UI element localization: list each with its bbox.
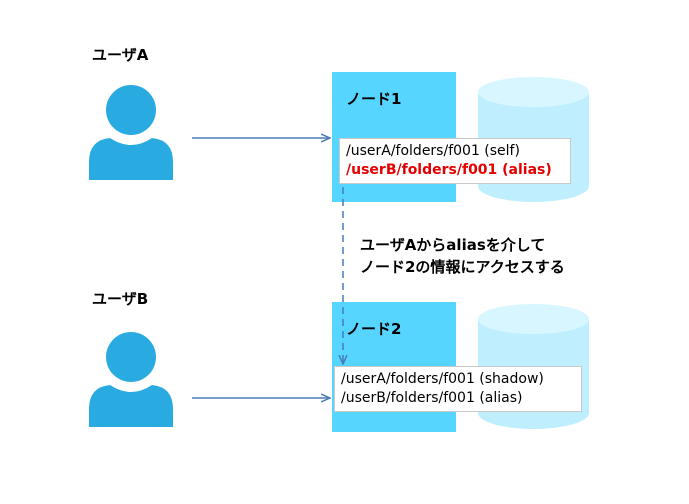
- access-caption: ユーザAからaliasを介して ノード2の情報にアクセスする: [360, 234, 565, 278]
- person-icon: [89, 85, 173, 180]
- access-caption-line-2: ノード2の情報にアクセスする: [360, 258, 565, 276]
- node-1-path-self: /userA/folders/f001 (self): [346, 143, 520, 159]
- person-icon: [89, 332, 173, 427]
- node-2-path-alias: /userB/folders/f001 (alias): [341, 390, 523, 406]
- user-a-label: ユーザA: [92, 46, 149, 64]
- node-1-path-alias: /userB/folders/f001 (alias): [346, 162, 552, 178]
- node-1-path-list: /userA/folders/f001 (self) /userB/folder…: [339, 138, 571, 184]
- node-2-path-list: /userA/folders/f001 (shadow) /userB/fold…: [334, 366, 582, 412]
- access-caption-line-1: ユーザAからaliasを介して: [360, 236, 546, 254]
- node-2-title: ノード2: [346, 320, 402, 338]
- node-2-path-shadow: /userA/folders/f001 (shadow): [341, 371, 544, 387]
- node-1-title: ノード1: [346, 90, 402, 108]
- user-b-label: ユーザB: [92, 290, 149, 308]
